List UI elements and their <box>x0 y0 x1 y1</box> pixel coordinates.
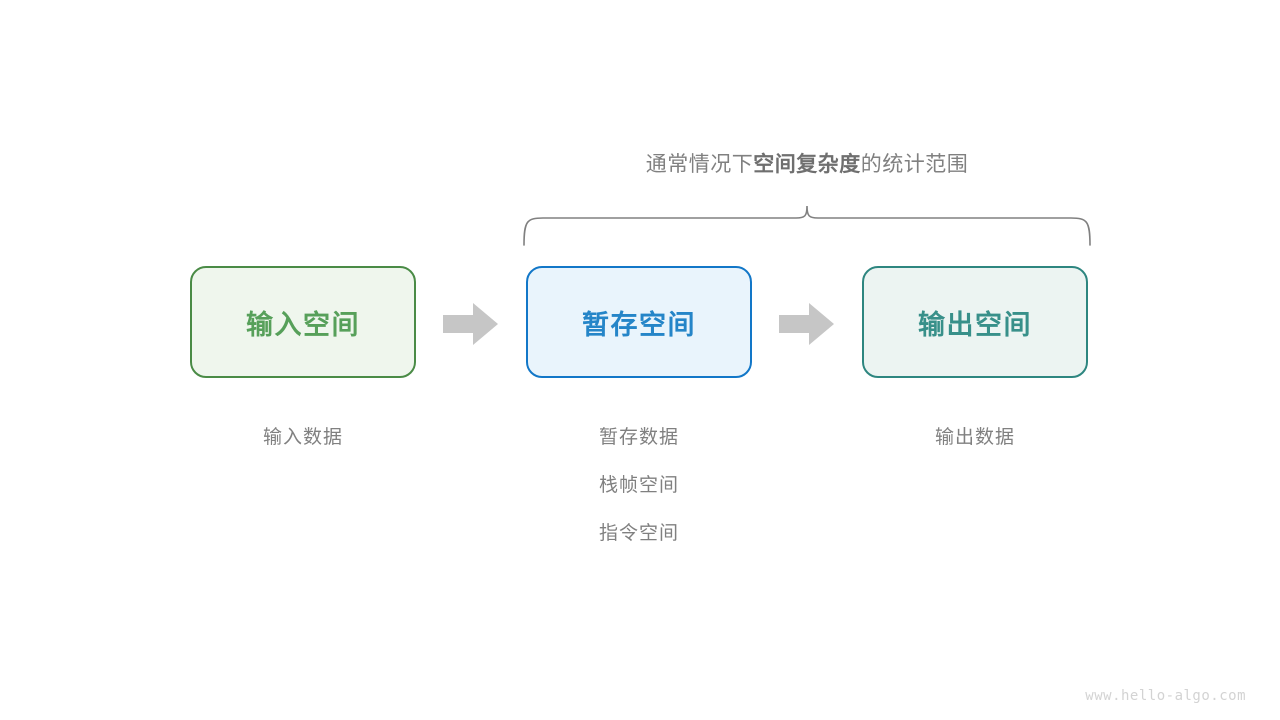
caption-item: 暂存数据 <box>598 427 679 448</box>
arrow-right-icon <box>779 303 834 345</box>
arrow-right-icon <box>443 303 498 345</box>
curly-brace-icon <box>523 205 1091 246</box>
box-output-space: 输出空间 <box>862 266 1088 378</box>
box-input-space: 输入空间 <box>190 266 416 378</box>
brace-caption-emphasis: 空间复杂度 <box>753 153 861 176</box>
brace-caption-suffix: 的统计范围 <box>860 153 969 176</box>
caption-list-temp: 暂存数据 栈帧空间 指令空间 <box>526 424 752 568</box>
box-input-space-label: 输入空间 <box>246 309 360 340</box>
caption-item: 输出数据 <box>934 427 1015 448</box>
caption-item: 栈帧空间 <box>598 475 679 496</box>
box-output-space-label: 输出空间 <box>918 309 1032 340</box>
brace-caption: 通常情况下空间复杂度的统计范围 <box>520 148 1094 178</box>
watermark: www.hello-algo.com <box>1085 688 1246 704</box>
caption-item: 输入数据 <box>262 427 343 448</box>
caption-item: 指令空间 <box>598 523 679 544</box>
caption-list-output: 输出数据 <box>862 424 1088 472</box>
box-temp-space: 暂存空间 <box>526 266 752 378</box>
brace-caption-prefix: 通常情况下 <box>645 153 754 176</box>
box-temp-space-label: 暂存空间 <box>582 309 696 340</box>
caption-list-input: 输入数据 <box>190 424 416 472</box>
